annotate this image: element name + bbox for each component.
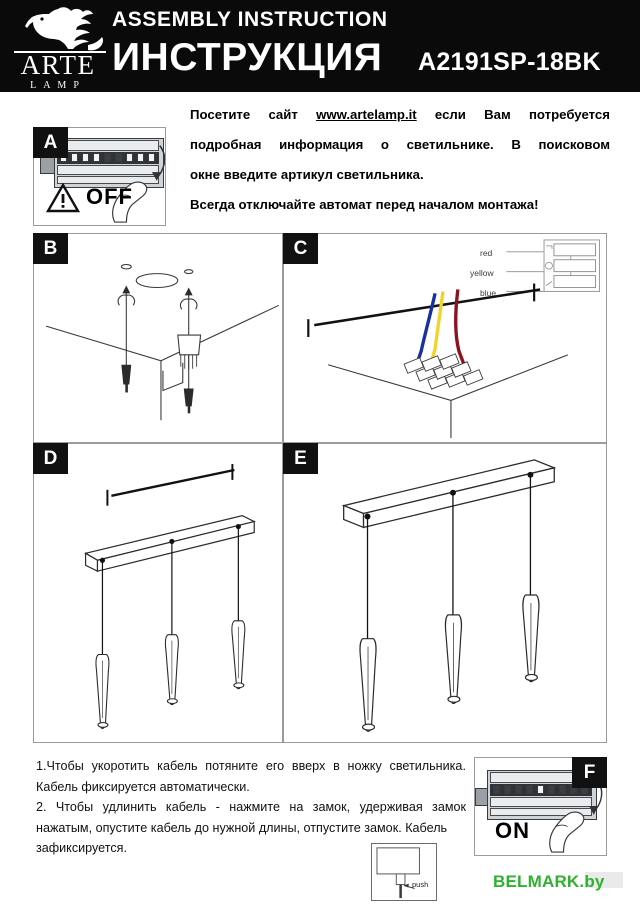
belmark-watermark: BELMARK.by	[493, 872, 605, 891]
panel-e-tag: E	[283, 443, 318, 474]
bottom-instructions: 1.Чтобы укоротить кабель потяните его вв…	[36, 756, 466, 859]
griffin-winged-lion-icon	[25, 7, 104, 51]
panel-c: C red yellow blue	[283, 233, 607, 443]
instruction-2-line-2: нажатым, опустите кабель до нужной длины…	[36, 820, 448, 835]
push-label: push	[412, 880, 429, 889]
panel-b-tag: B	[33, 233, 68, 264]
intro-line-1: Посетите сайт www.artelamp.it если Вам п…	[190, 100, 610, 130]
panel-c-tag: C	[283, 233, 318, 264]
breaker-panel-on	[475, 770, 597, 820]
wire-label-yellow: yellow	[470, 268, 494, 278]
panel-e: E	[283, 443, 607, 743]
panel-b: B	[33, 233, 283, 443]
logo-divider	[14, 51, 106, 53]
wire-label-blue: blue	[480, 288, 497, 298]
wire-label-red: red	[480, 248, 493, 258]
instruction-1-line-1: 1.Чтобы укоротить кабель потяните его вв…	[36, 759, 466, 773]
instruction-2-line-3: зафиксируется.	[36, 841, 128, 855]
intro-line-3: окне введите артикул светильника.	[190, 167, 424, 182]
intro-line-2: подробная информация о светильнике. В по…	[190, 137, 610, 152]
model-code: A2191SP-18BK	[418, 48, 601, 76]
panel-d: D	[33, 443, 283, 743]
intro-paragraph: Посетите сайт www.artelamp.it если Вам п…	[190, 100, 610, 220]
assembly-title: ASSEMBLY INSTRUCTION	[112, 8, 388, 31]
panel-a-caption: OFF	[86, 184, 133, 209]
brand-name-arte: ARTE	[20, 50, 96, 80]
website-link[interactable]: www.artelamp.it	[316, 107, 417, 122]
panel-a-tag: A	[33, 127, 68, 158]
panel-f-caption: ON	[495, 818, 530, 843]
panel-a: A OFF	[33, 127, 166, 226]
panel-d-tag: D	[33, 443, 68, 474]
panel-d-artwork	[84, 464, 256, 729]
panel-f: F ON	[474, 757, 607, 856]
watermark-shadow	[585, 872, 623, 888]
panel-f-tag: F	[572, 757, 607, 788]
push-lock-artwork	[376, 847, 420, 899]
intro-line-4: Всегда отключайте автомат перед началом …	[190, 197, 539, 212]
instruction-1-line-2: Кабель фиксируется автоматически.	[36, 779, 250, 794]
breaker-panel-off	[40, 138, 164, 188]
document-header: ARTE LAMP ASSEMBLY INSTRUCTION ИНСТРУКЦИ…	[0, 0, 640, 92]
warning-triangle-icon	[46, 183, 80, 213]
push-lock-diagram: push	[371, 843, 437, 901]
panel-e-artwork	[341, 459, 557, 732]
panel-b-artwork	[45, 263, 280, 421]
instruction-2-line-1: 2. Чтобы удлинить кабель - нажмите на за…	[36, 800, 466, 814]
brand-logo: ARTE LAMP	[6, 4, 110, 91]
instruction-title: ИНСТРУКЦИЯ	[112, 36, 383, 79]
panel-a-artwork	[112, 145, 165, 223]
panel-c-artwork	[307, 239, 601, 439]
brand-name-lamp: LAMP	[30, 80, 86, 91]
